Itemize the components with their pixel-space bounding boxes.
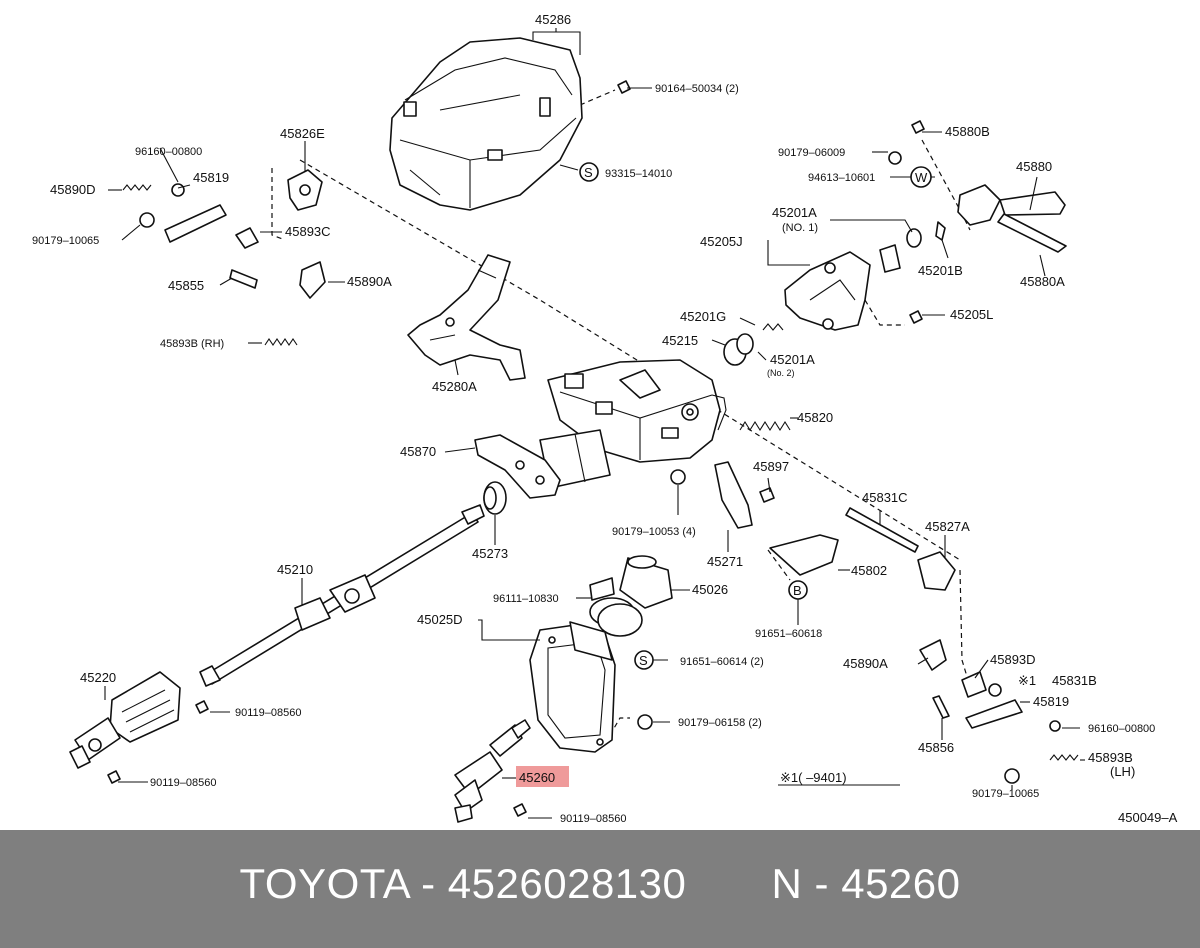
label-90179-10053: 90179–10053 (4) <box>612 526 696 538</box>
label-45831C: 45831C <box>862 490 908 505</box>
label-90179-10065: 90179–10065 <box>972 788 1039 800</box>
label-45201G: 45201G <box>680 309 726 324</box>
label-90164-50034: 90164–50034 (2) <box>655 83 739 95</box>
label-45802: 45802 <box>851 563 887 578</box>
label-90119-08560: 90119–08560 <box>560 813 626 825</box>
symbol-b: B <box>793 583 802 598</box>
label-45025D: 45025D <box>417 612 463 627</box>
footer-bar: TOYOTA - 4526028130 N - 45260 <box>0 830 1200 948</box>
label-45890D: 45890D <box>50 182 96 197</box>
part-number-caption: TOYOTA - 4526028130 N - 45260 <box>239 860 961 907</box>
label-45893D: 45893D <box>990 652 1036 667</box>
shaft-45210 <box>199 504 485 687</box>
label-45280A: 45280A <box>432 379 477 394</box>
bracket-45280A <box>407 254 526 381</box>
symbol-s: S <box>584 165 593 180</box>
column-cover-45286 <box>389 37 583 211</box>
label-45215: 45215 <box>662 333 698 348</box>
label-96160-00800: 96160–00800 <box>1088 723 1155 735</box>
label-45205L: 45205L <box>950 307 993 322</box>
small-parts <box>107 80 1079 817</box>
column-housing <box>539 359 727 489</box>
label-45819: 45819 <box>1033 694 1069 709</box>
label-45890A: 45890A <box>843 656 888 671</box>
label-45201B: 45201B <box>918 263 963 278</box>
tilt-mechanism <box>784 184 1067 331</box>
label-96160-00800: 96160–00800 <box>135 146 202 158</box>
leader-lines <box>104 87 1085 819</box>
label-45880B: 45880B <box>945 124 990 139</box>
label-91651-60614: 91651–60614 (2) <box>680 656 764 668</box>
note-9401: ※1( –9401) <box>780 770 847 785</box>
label-45201A-no1: 45201A <box>772 205 817 220</box>
label-45893B-lh: 45893B <box>1088 750 1133 765</box>
label-45897: 45897 <box>753 459 789 474</box>
label-90179-06009: 90179–06009 <box>778 147 845 159</box>
label-94613-10601: 94613–10601 <box>808 172 875 184</box>
reference-code: 450049–A <box>1118 810 1178 825</box>
label-90179-10065: 90179–10065 <box>32 235 99 247</box>
label-45820: 45820 <box>797 410 833 425</box>
label-90179-06158: 90179–06158 (2) <box>678 717 762 729</box>
label-45856: 45856 <box>918 740 954 755</box>
label-45827A: 45827A <box>925 519 970 534</box>
label-45890A: 45890A <box>347 274 392 289</box>
universal-joint-45260 <box>454 719 531 823</box>
label-45220: 45220 <box>80 670 116 685</box>
label-45880A: 45880A <box>1020 274 1065 289</box>
label-90119-08560: 90119–08560 <box>150 777 216 789</box>
label-45826E: 45826E <box>280 126 325 141</box>
label-lh: (LH) <box>1110 764 1135 779</box>
label-45855: 45855 <box>168 278 204 293</box>
label-45205J: 45205J <box>700 234 743 249</box>
label-45286: 45286 <box>535 12 571 27</box>
symbol-s: S <box>639 653 648 668</box>
highlight-45260 <box>516 766 569 787</box>
label-96111-10830: 96111–10830 <box>493 593 559 605</box>
label-45260: 45260 <box>519 770 555 785</box>
label-93315-14010: 93315–14010 <box>605 168 672 180</box>
bracket-45870 <box>474 434 561 499</box>
label-45271: 45271 <box>707 554 743 569</box>
label-45880: 45880 <box>1016 159 1052 174</box>
label-90119-08560: 90119–08560 <box>235 707 301 719</box>
label-45893B-rh: 45893B (RH) <box>160 338 224 350</box>
note-mark: ※1 <box>1018 673 1036 688</box>
symbol-w: W <box>915 170 928 185</box>
label-45273: 45273 <box>472 546 508 561</box>
label-45870: 45870 <box>400 444 436 459</box>
label-45026: 45026 <box>692 582 728 597</box>
label-45831B: 45831B <box>1052 673 1097 688</box>
label-45210: 45210 <box>277 562 313 577</box>
bearing-45273 <box>483 481 507 515</box>
assembly-line <box>299 159 961 561</box>
parts-diagram: 45286 90164–50034 (2) S 93315–14010 4582… <box>32 12 1178 825</box>
label-91651-60618: 91651–60618 <box>755 628 822 640</box>
bracket-45025D <box>529 621 616 753</box>
shaft-45220 <box>69 671 181 769</box>
part-labels: 45286 90164–50034 (2) S 93315–14010 4582… <box>32 12 1178 825</box>
label-no1: (NO. 1) <box>782 222 818 234</box>
label-no2: (No. 2) <box>767 368 795 378</box>
label-45893C: 45893C <box>285 224 331 239</box>
label-45819: 45819 <box>193 170 229 185</box>
label-45201A-no2: 45201A <box>770 352 815 367</box>
